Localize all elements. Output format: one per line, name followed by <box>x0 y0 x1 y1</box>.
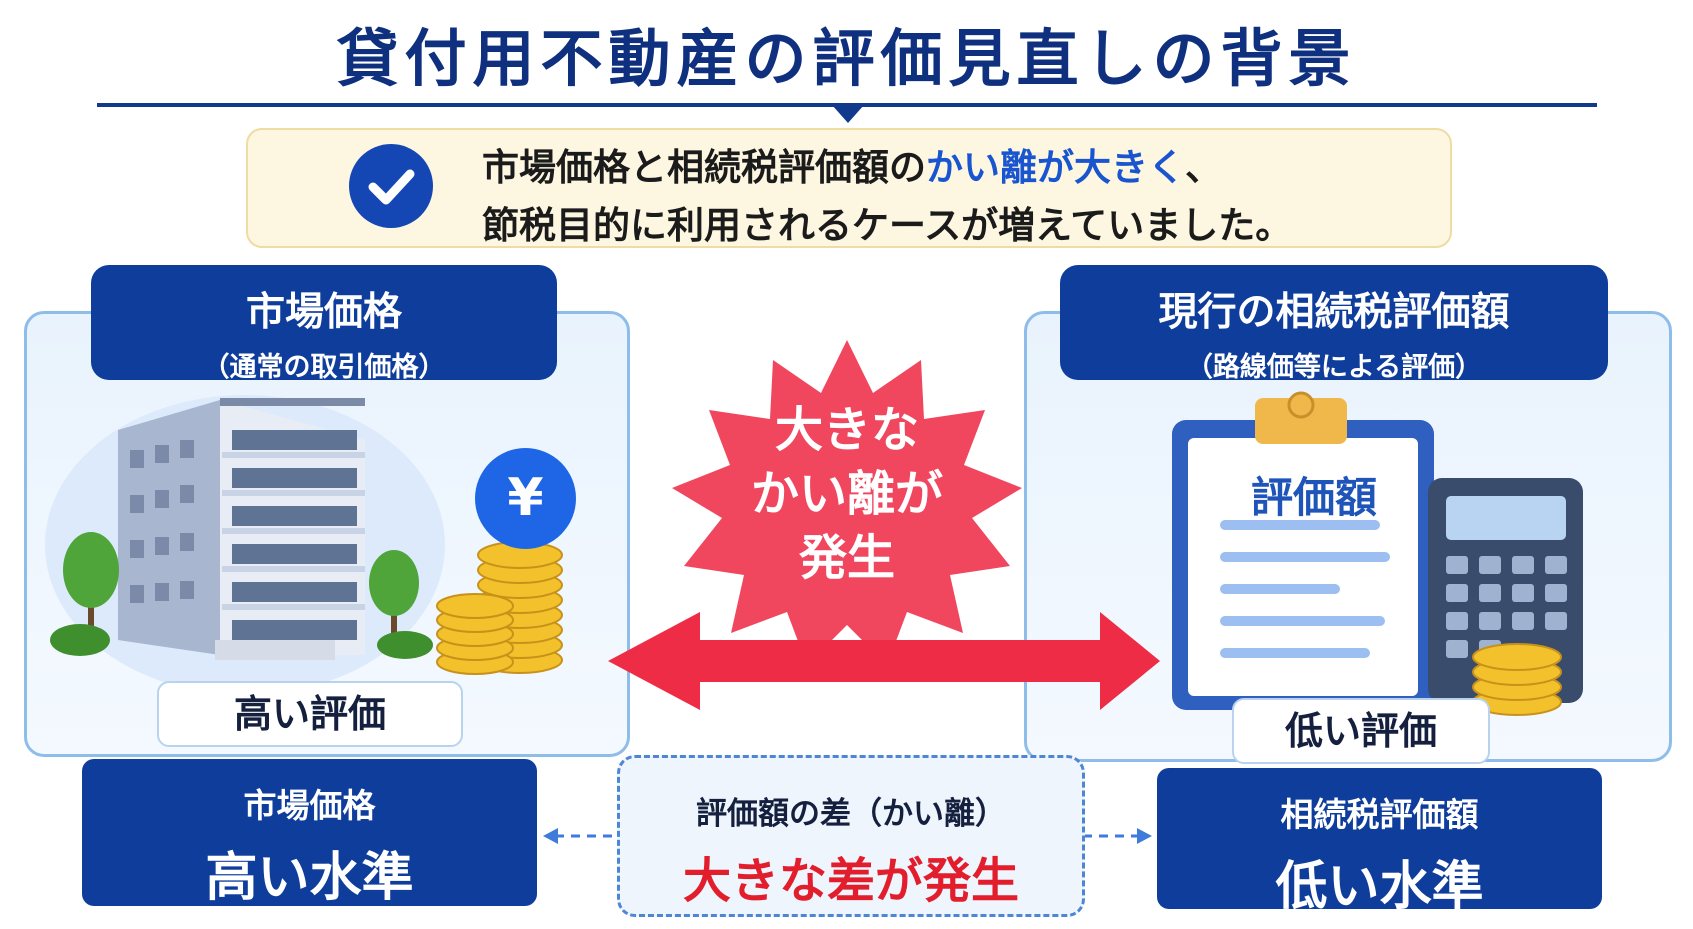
burst-line-2: かい離が <box>750 466 943 522</box>
summary-callout <box>246 128 1452 248</box>
page-title: 貸付用不動産の評価見直しの背景 <box>336 22 1357 95</box>
double-arrow-icon <box>608 612 1160 710</box>
coin-stack-icon <box>436 541 563 675</box>
apartment-building-icon <box>118 398 365 660</box>
burst-line-1: 大きな <box>774 402 919 458</box>
tax-valuation-title: 現行の相続税評価額 <box>1158 290 1510 335</box>
tax-level-box: 相続税評価額 低い水準 <box>1157 768 1602 917</box>
tax-valuation-header: 現行の相続税評価額 （路線価等による評価） <box>1060 265 1608 383</box>
tax-valuation-subtitle: （路線価等による評価） <box>1185 352 1483 383</box>
gap-value: 大きな差が発生 <box>682 853 1019 909</box>
market-level-label: 市場価格 <box>243 786 376 825</box>
summary-text: 市場価格と相続税評価額のかい離が大きく、 節税目的に利用されるケースが増えていま… <box>482 139 1402 255</box>
market-price-subtitle: （通常の取引価格） <box>202 352 446 383</box>
clipboard-icon <box>1172 391 1434 710</box>
yen-icon: ¥ <box>475 448 576 549</box>
title-divider-notch <box>832 105 864 123</box>
summary-highlight: かい離が大きく <box>926 146 1185 189</box>
summary-line-1: 市場価格と相続税評価額のかい離が大きく、 <box>482 139 1402 197</box>
gap-label: 評価額の差（かい離） <box>696 796 1006 832</box>
gap-burst-text: 大きな かい離が 発生 <box>687 398 1007 590</box>
summary-line-2: 節税目的に利用されるケースが増えていました。 <box>482 204 1293 247</box>
starburst-icon <box>672 340 1022 665</box>
tax-level-label: 相続税評価額 <box>1280 795 1479 834</box>
market-level-value: 高い水準 <box>205 848 414 908</box>
gap-summary-box: 評価額の差（かい離） 大きな差が発生 <box>617 755 1085 917</box>
coin-stack-icon <box>1472 643 1562 716</box>
tax-level-value: 低い水準 <box>1275 857 1484 917</box>
market-level-box: 市場価格 高い水準 <box>82 759 537 908</box>
low-valuation-badge: 低い評価 <box>1232 698 1490 764</box>
tree-icon <box>369 550 433 659</box>
burst-line-3: 発生 <box>798 530 895 586</box>
tree-icon <box>50 532 119 656</box>
high-valuation-badge: 高い評価 <box>157 681 463 747</box>
dashed-connector <box>543 828 1152 844</box>
summary-line1-prefix: 市場価格と相続税評価額の <box>482 146 926 189</box>
market-price-header: 市場価格 （通常の取引価格） <box>91 265 557 383</box>
summary-line1-suffix: 、 <box>1185 146 1222 189</box>
clipboard-title: 評価額 <box>1250 473 1377 522</box>
check-circle-icon <box>349 144 433 228</box>
market-price-title: 市場価格 <box>245 290 402 335</box>
